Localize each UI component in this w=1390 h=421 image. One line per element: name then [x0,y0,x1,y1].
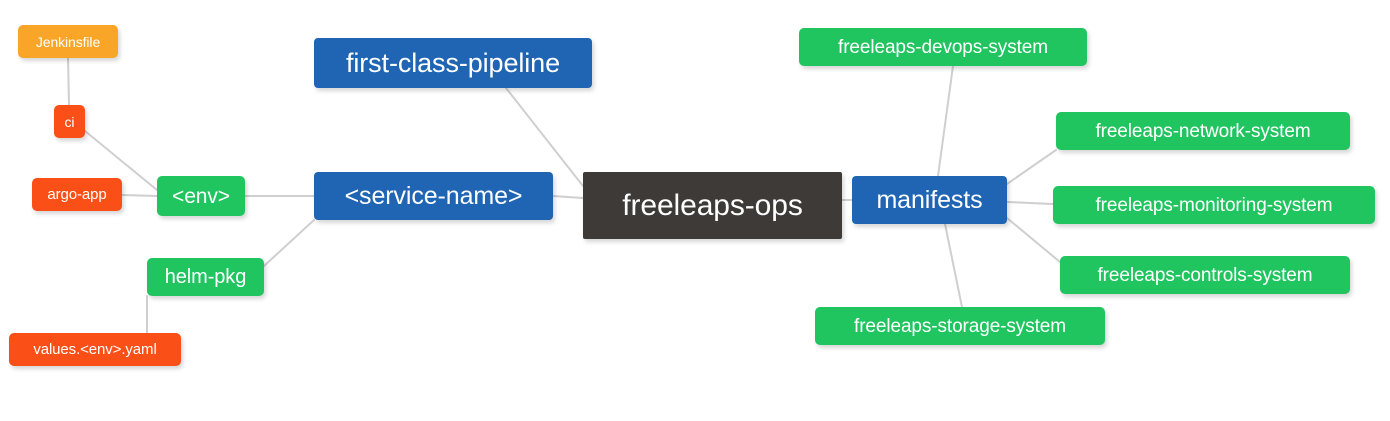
edge-manifests-to-freeleaps-storage-system [944,223,963,308]
node-label-values-env-yaml: values.<env>.yaml [33,341,157,358]
edge-manifests-to-freeleaps-devops-system [937,65,954,177]
node-label-argo-app: argo-app [47,186,107,203]
node-label-jenkinsfile: Jenkinsfile [35,33,101,50]
node-env[interactable]: <env> [157,176,245,216]
node-freeleaps-storage-system[interactable]: freeleaps-storage-system [815,307,1105,345]
node-label-freeleaps-storage-system: freeleaps-storage-system [854,315,1066,337]
edge-first-class-pipeline-to-freeleaps-ops [505,87,584,187]
edge-manifests-to-freeleaps-controls-system [1006,217,1061,263]
node-service-name[interactable]: <service-name> [314,172,553,220]
node-jenkinsfile[interactable]: Jenkinsfile [18,25,118,58]
edge-helm-pkg-to-service-name [263,219,315,267]
node-label-freeleaps-network-system: freeleaps-network-system [1095,120,1311,142]
node-ci[interactable]: ci [54,105,85,138]
node-label-first-class-pipeline: first-class-pipeline [345,47,561,78]
node-label-service-name: <service-name> [344,181,523,210]
node-label-freeleaps-devops-system: freeleaps-devops-system [838,36,1048,58]
edge-manifests-to-freeleaps-network-system [1006,149,1057,185]
node-label-helm-pkg: helm-pkg [164,266,247,288]
node-label-env: <env> [172,184,230,208]
edge-jenkinsfile-to-ci [67,57,70,106]
edge-manifests-to-freeleaps-monitoring-system [1006,201,1054,205]
node-label-freeleaps-ops: freeleaps-ops [622,188,803,222]
node-argo-app[interactable]: argo-app [32,178,122,211]
node-freeleaps-devops-system[interactable]: freeleaps-devops-system [799,28,1087,66]
node-freeleaps-monitoring-system[interactable]: freeleaps-monitoring-system [1053,186,1375,224]
node-helm-pkg[interactable]: helm-pkg [147,258,264,296]
edge-argo-app-to-env [121,194,158,197]
node-label-freeleaps-controls-system: freeleaps-controls-system [1097,264,1313,286]
node-label-manifests: manifests [876,185,983,214]
node-manifests[interactable]: manifests [852,176,1007,224]
edge-ci-to-env [84,130,158,191]
node-label-ci: ci [64,113,75,130]
node-freeleaps-network-system[interactable]: freeleaps-network-system [1056,112,1350,150]
node-first-class-pipeline[interactable]: first-class-pipeline [314,38,592,88]
node-freeleaps-controls-system[interactable]: freeleaps-controls-system [1060,256,1350,294]
node-freeleaps-ops[interactable]: freeleaps-ops [583,172,842,239]
node-values-env-yaml[interactable]: values.<env>.yaml [9,333,181,366]
edge-service-name-to-freeleaps-ops [552,195,584,199]
node-label-freeleaps-monitoring-system: freeleaps-monitoring-system [1095,194,1333,216]
